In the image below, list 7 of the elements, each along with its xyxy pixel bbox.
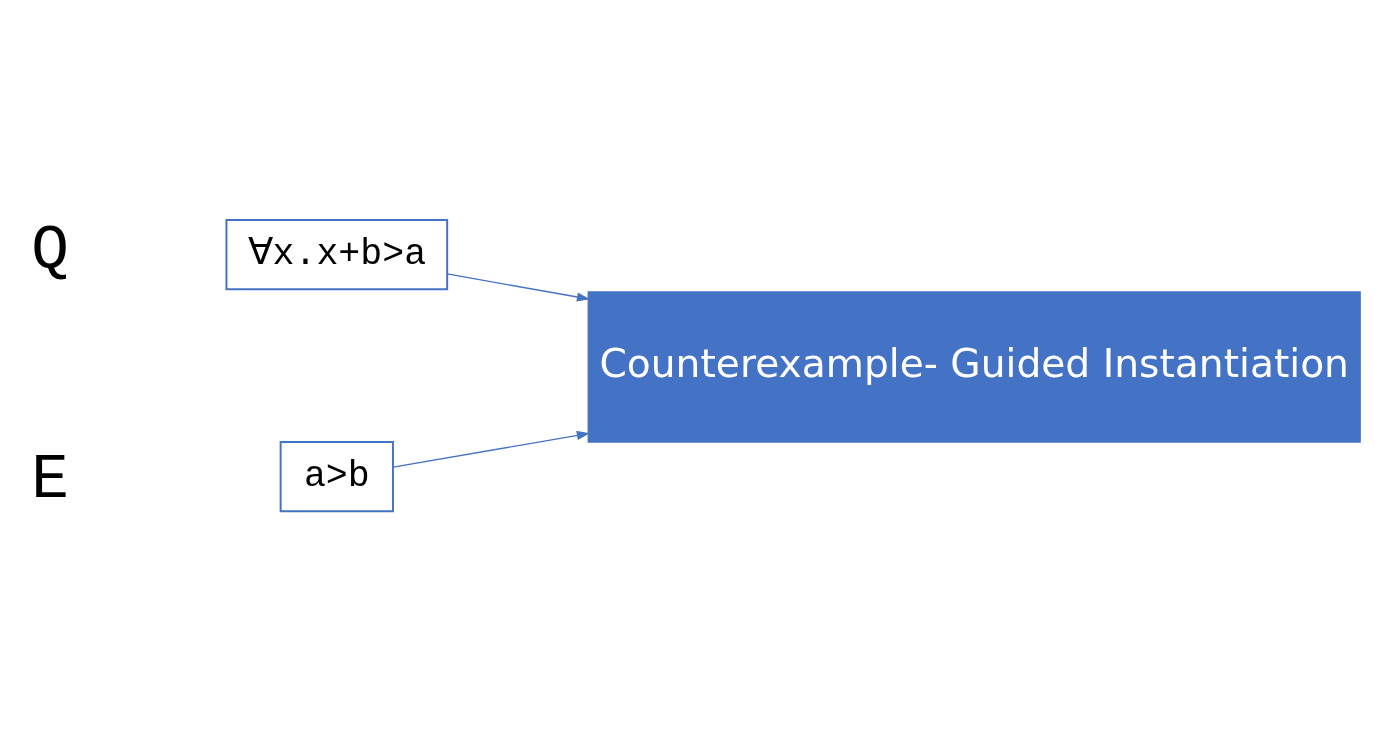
label: E: [31, 445, 69, 517]
node-box: a>b: [279, 441, 394, 513]
arrow: [392, 430, 590, 468]
label: Q: [31, 215, 69, 287]
node-box: Counterexample- Guided Instantiation: [587, 291, 1361, 443]
node-box: ∀x.x+b>a: [225, 219, 449, 291]
arrow: [446, 273, 590, 302]
